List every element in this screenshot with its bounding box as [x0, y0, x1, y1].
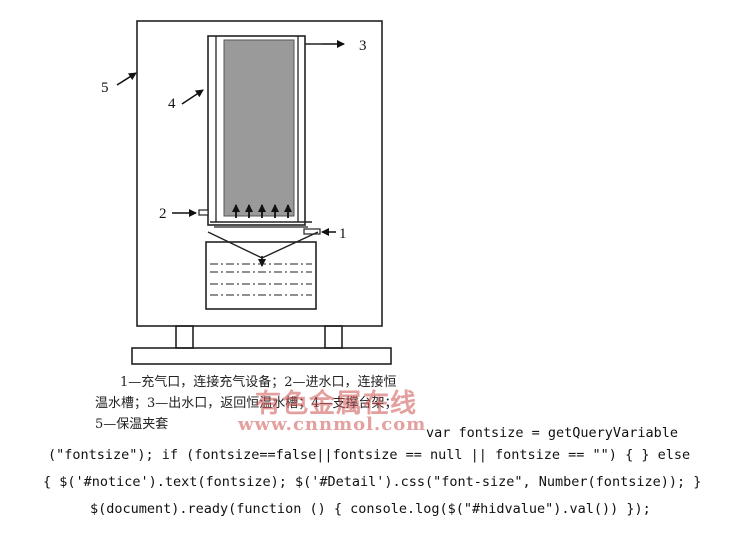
label-5: 5 [101, 80, 109, 96]
funnel [207, 231, 319, 259]
watermark-site-name: 有色金属在线 [255, 389, 418, 419]
leg-right [324, 325, 343, 349]
gas-flow-arrows [232, 204, 292, 218]
label-3: 3 [359, 38, 367, 54]
sample-fill [223, 39, 295, 217]
label-4: 4 [168, 96, 176, 112]
caption-line-2: 温水槽；3—出水口，返回恒温水槽；4—支撑台架； [95, 396, 398, 411]
code-text-line-1: var fontsize = getQueryVariable [426, 425, 678, 441]
code-text-line-2: ("fontsize"); if (fontsize==false||fonts… [48, 447, 691, 463]
caption-line-1: 1—充气口，连接充气设备；2—进水口，连接恒 [120, 375, 397, 390]
leader-arrow-5 [116, 72, 137, 86]
label-2: 2 [159, 206, 167, 222]
gas-inlet-port [303, 228, 321, 235]
water-level-lines [210, 263, 312, 296]
column-outer-wall [207, 35, 306, 226]
leg-left [175, 325, 194, 349]
code-text-line-3: { $('#notice').text(fontsize); $('#Detai… [43, 474, 702, 490]
label-1: 1 [339, 226, 347, 242]
code-text-line-4: $(document).ready(function () { console.… [90, 501, 651, 517]
water-bath-tank [205, 241, 317, 310]
apparatus-diagram: 1 2 3 4 5 [101, 20, 392, 365]
base-plate [131, 347, 392, 365]
watermark-url: www.cnnmol.com [238, 414, 427, 435]
leader-arrow-4 [181, 89, 204, 105]
caption-line-3: 5—保温夹套 [95, 417, 169, 432]
water-inlet-port [198, 209, 209, 216]
insulation-jacket [136, 20, 383, 327]
